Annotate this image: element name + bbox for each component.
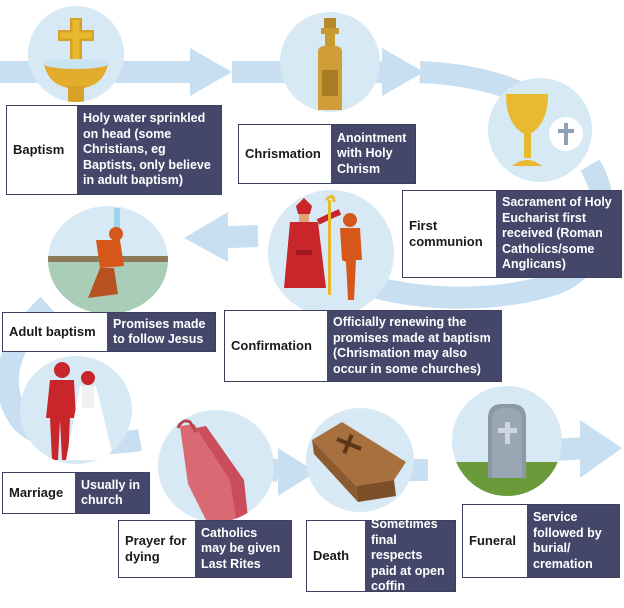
stage-description: Catholics may be given Last Rites	[195, 521, 291, 577]
chrismation-card: Chrismation Anointment with Holy Chrism	[238, 124, 416, 184]
wedding-couple-icon	[46, 362, 114, 460]
prayer-for-dying-card: Prayer for dying Catholics may be given …	[118, 520, 292, 578]
stage-description: Service followed by burial/ cremation	[527, 505, 619, 577]
marriage-card: Marriage Usually in church	[2, 472, 150, 514]
baptism-card: Baptism Holy water sprinkled on head (so…	[6, 105, 222, 195]
chalice-host-icon	[506, 94, 583, 166]
funeral-card: Funeral Service followed by burial/ crem…	[462, 504, 620, 578]
stage-name: Adult baptism	[3, 313, 107, 351]
stage-name: Marriage	[3, 473, 75, 513]
chrismation-circle	[280, 12, 380, 112]
stage-description: Sacrament of Holy Eucharist first receiv…	[496, 191, 621, 277]
confirmation-card: Confirmation Officially renewing the pro…	[224, 310, 502, 382]
baptism-circle	[28, 6, 124, 102]
stage-name: Chrismation	[239, 125, 331, 183]
adult-baptism-circle	[48, 206, 168, 314]
death-circle	[306, 408, 414, 512]
first-communion-card: First communion Sacrament of Holy Euchar…	[402, 190, 622, 278]
stage-name: Funeral	[463, 505, 527, 577]
font-cross-icon	[44, 18, 108, 102]
stage-description: Sometimes final respects paid at open co…	[365, 517, 455, 593]
stage-description: Holy water sprinkled on head (some Chris…	[77, 106, 221, 194]
stage-description: Officially renewing the promises made at…	[327, 311, 501, 381]
stage-name: Prayer for dying	[119, 521, 195, 577]
flow-arrowhead	[184, 212, 228, 262]
gravestone-icon	[452, 404, 562, 496]
flow-arrowhead	[580, 420, 622, 478]
adult-baptism-card: Adult baptism Promises made to follow Je…	[2, 312, 216, 352]
flow-arrowhead	[190, 48, 232, 96]
first-communion-circle	[488, 78, 592, 182]
stage-name: Baptism	[7, 106, 77, 194]
stage-description: Usually in church	[75, 473, 149, 513]
flow-arrowhead	[278, 448, 316, 496]
praying-hands-icon	[176, 419, 248, 520]
prayer-for-dying-circle	[158, 410, 274, 522]
stage-name: Confirmation	[225, 311, 327, 381]
immersion-icon	[48, 208, 168, 314]
stage-description: Promises made to follow Jesus	[107, 313, 215, 351]
bishop-blessing-icon	[284, 195, 362, 300]
confirmation-circle	[268, 190, 394, 316]
stage-name: First communion	[403, 191, 496, 277]
flow-arrowhead	[382, 48, 424, 96]
stage-name: Death	[307, 521, 365, 591]
stage-description: Anointment with Holy Chrism	[331, 125, 415, 183]
funeral-circle	[452, 386, 562, 496]
oil-bottle-icon	[318, 18, 342, 110]
marriage-circle	[20, 356, 132, 464]
coffin-icon	[312, 422, 406, 502]
death-card: Death Sometimes final respects paid at o…	[306, 517, 456, 593]
